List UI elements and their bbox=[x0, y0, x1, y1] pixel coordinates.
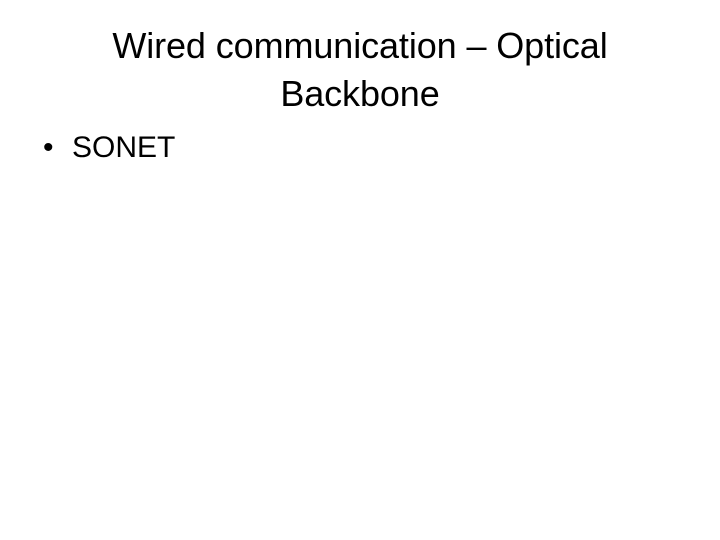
slide-body-placeholder: • SONET bbox=[36, 128, 684, 508]
slide-title: Wired communication – Optical Backbone bbox=[112, 25, 608, 114]
list-item: • SONET bbox=[36, 128, 684, 168]
bullet-point-icon: • bbox=[43, 131, 54, 164]
list-item-label: SONET bbox=[72, 131, 176, 164]
bullet-list: • SONET bbox=[36, 128, 684, 168]
